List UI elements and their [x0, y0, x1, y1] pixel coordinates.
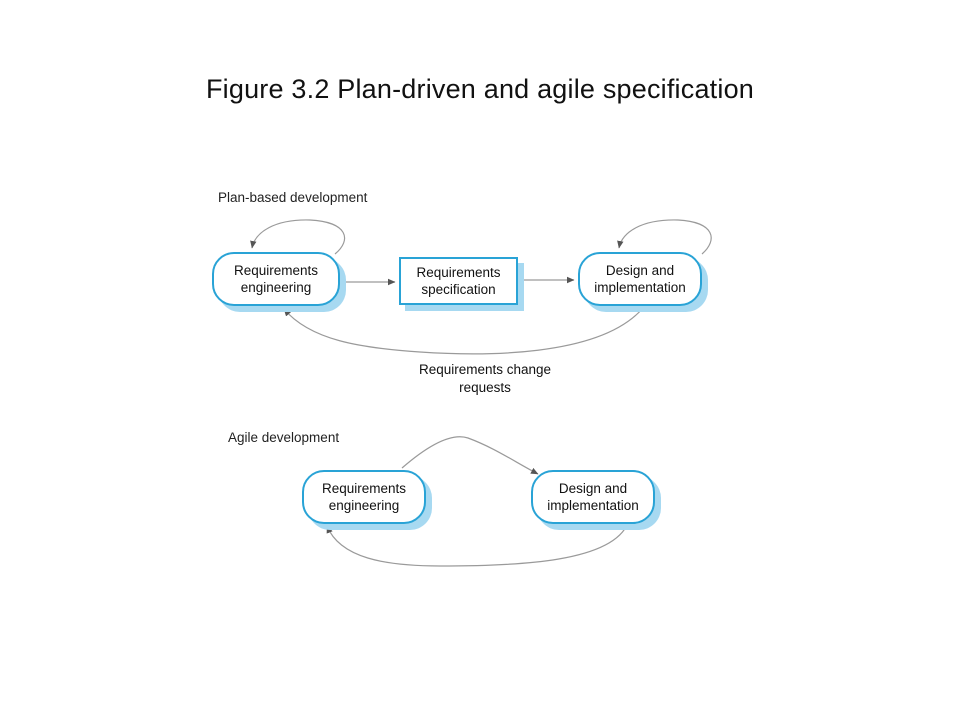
agile-node-design-implementation-label: Design and implementation — [547, 481, 639, 513]
plan-req-eng-self-loop — [250, 219, 346, 255]
slide-title: Figure 3.2 Plan-driven and agile specifi… — [205, 74, 754, 104]
agile-node-requirements-engineering: Requirements engineering — [302, 470, 426, 524]
plan-node-requirements-specification-label: Requirements specification — [416, 265, 501, 297]
plan-node-requirements-engineering-label: Requirements engineering — [233, 263, 319, 295]
plan-node-requirements-engineering: Requirements engineering — [212, 252, 340, 306]
plan-change-requests-arc — [283, 307, 644, 355]
plan-node-design-implementation: Design and implementation — [578, 252, 702, 306]
plan-change-requests-label: Requirements change requests — [418, 362, 552, 395]
plan-section-label: Plan-based development — [218, 190, 368, 205]
agile-node-requirements-engineering-label: Requirements engineering — [321, 481, 407, 513]
plan-node-requirements-specification: Requirements specification — [399, 257, 518, 305]
agile-edge-req-to-design — [401, 436, 539, 475]
plan-design-self-loop — [617, 219, 712, 255]
agile-section-label: Agile development — [228, 430, 340, 445]
plan-node-design-implementation-label: Design and implementation — [594, 263, 686, 295]
agile-edge-design-to-req — [326, 522, 629, 567]
agile-node-design-implementation: Design and implementation — [531, 470, 655, 524]
